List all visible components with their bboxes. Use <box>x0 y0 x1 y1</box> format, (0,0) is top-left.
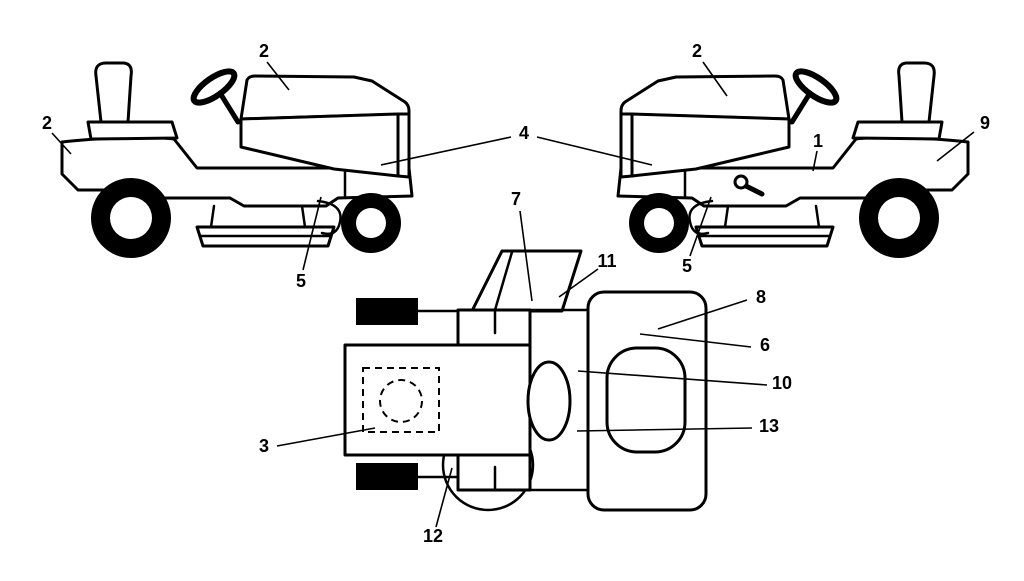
leader-line <box>576 427 753 432</box>
callout-2-hood-left: 2 <box>259 41 269 61</box>
leader-lines <box>51 61 975 528</box>
engine-decal-outline <box>362 367 440 433</box>
leader-line <box>689 196 712 257</box>
leader-line <box>276 427 376 447</box>
callout-7-chute: 7 <box>511 189 521 209</box>
front-wheel-bottom <box>356 463 418 490</box>
leader-line <box>936 131 975 162</box>
top-view <box>343 249 708 512</box>
callout-13-console: 13 <box>759 416 779 436</box>
callout-12-deck-top: 12 <box>423 526 443 546</box>
leader-line <box>812 150 818 172</box>
callout-9-rear-fender: 9 <box>980 113 990 133</box>
leader-line <box>51 132 72 155</box>
leader-line <box>558 268 599 298</box>
callout-numbers: 2 2 5 4 2 1 9 5 7 11 8 6 10 13 3 12 <box>42 41 990 546</box>
deck-lift-lever <box>733 174 765 197</box>
callout-4-chassis: 4 <box>519 123 529 143</box>
callout-3-engine: 3 <box>259 436 269 456</box>
leader-line <box>702 61 728 97</box>
leader-line <box>302 196 322 271</box>
engine-compartment <box>343 343 532 457</box>
callout-10-console: 10 <box>772 373 792 393</box>
leader-line <box>657 299 748 330</box>
callout-2-fender-left: 2 <box>42 113 52 133</box>
front-wheel-top <box>356 298 418 325</box>
callout-6-fender-edge: 6 <box>760 335 770 355</box>
steering-wheel-top <box>526 360 572 442</box>
callout-2-hood-right: 2 <box>692 41 702 61</box>
leader-line <box>435 467 453 528</box>
leader-line <box>639 333 752 348</box>
leader-line <box>519 210 533 302</box>
chute-fold-line <box>493 250 514 312</box>
callout-11-deflector: 11 <box>597 251 616 271</box>
engine-decal-circle <box>379 379 423 423</box>
leader-line <box>266 61 290 91</box>
callout-8-fender-top: 8 <box>756 287 766 307</box>
leader-line <box>380 136 512 166</box>
left-side-view <box>62 63 412 258</box>
right-side-view <box>618 63 968 258</box>
leader-line <box>577 370 768 386</box>
callout-1-fender-right: 1 <box>813 131 823 151</box>
seat-top <box>605 346 687 454</box>
callout-5-deck-right: 5 <box>682 256 692 276</box>
callout-5-deck-left: 5 <box>296 271 306 291</box>
leader-line <box>536 136 653 166</box>
